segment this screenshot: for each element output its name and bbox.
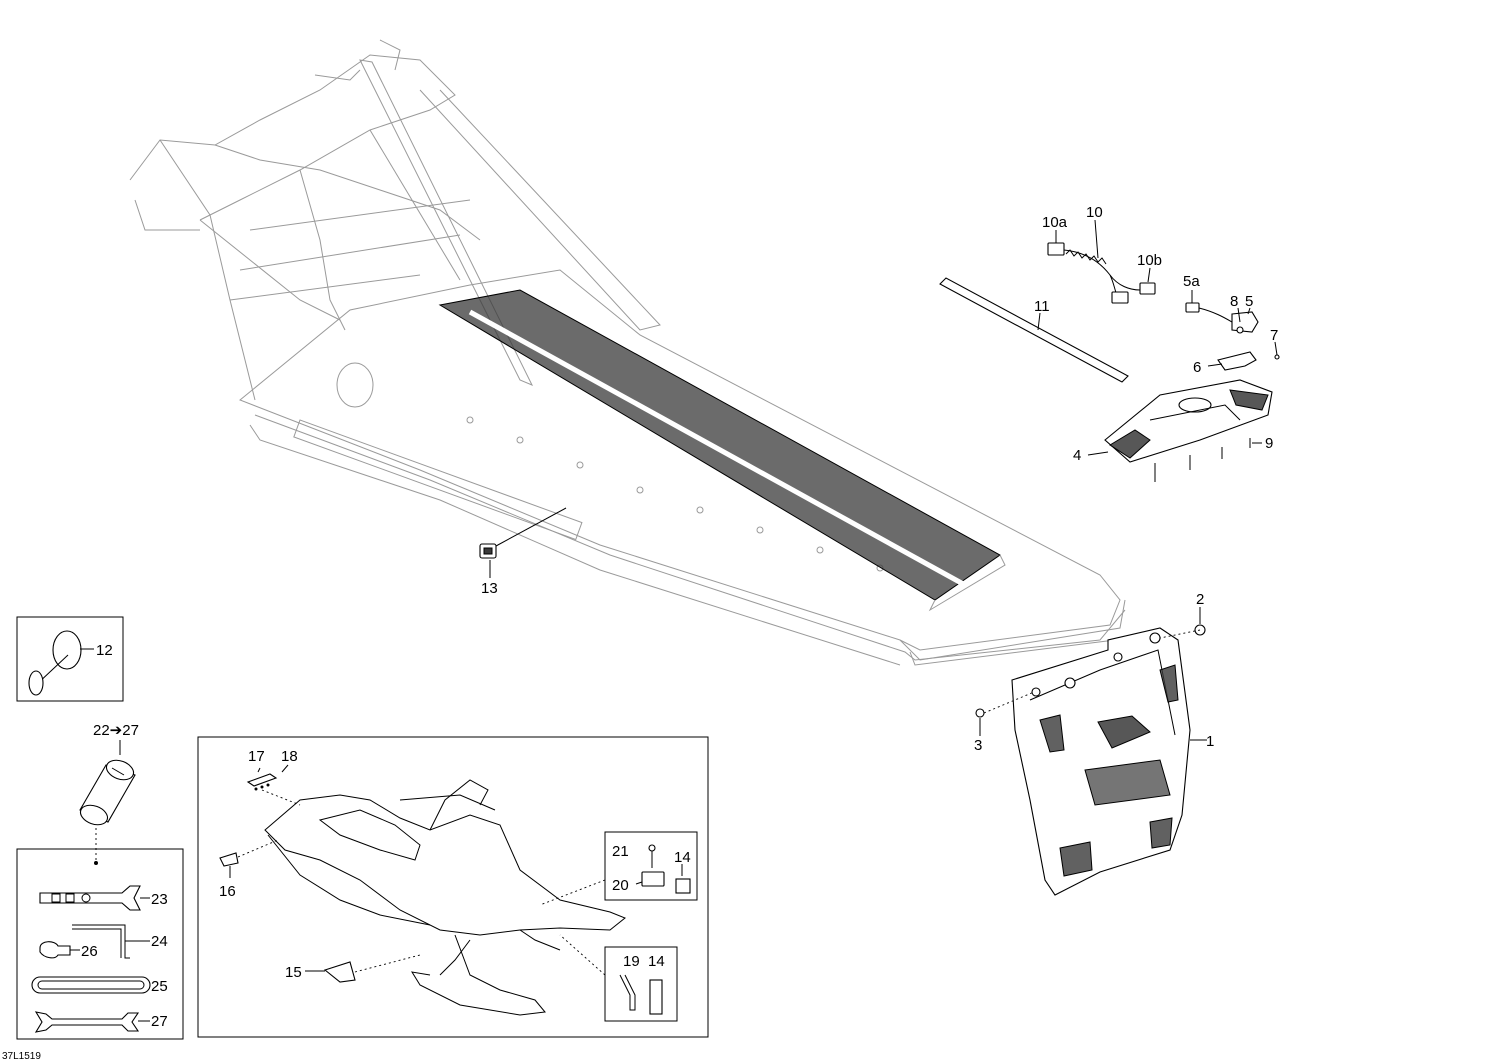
callout-12: 12 bbox=[96, 642, 113, 659]
callout-5a: 5a bbox=[1183, 273, 1200, 290]
callout-22-27: 22➔27 bbox=[93, 722, 139, 739]
part-13-clip bbox=[479, 507, 567, 559]
callout-24: 24 bbox=[151, 933, 168, 950]
tool-kit bbox=[16, 740, 184, 1040]
callout-17: 17 bbox=[248, 748, 265, 765]
callout-20: 20 bbox=[612, 877, 629, 894]
part-5-light-assembly bbox=[1185, 302, 1280, 371]
callout-labels: 1 2 3 4 5 5a 6 7 8 9 10 10a 10b 11 12 13… bbox=[2, 204, 1278, 1061]
callout-23: 23 bbox=[151, 891, 168, 908]
callout-1: 1 bbox=[1206, 733, 1214, 750]
leader-lines bbox=[489, 219, 1278, 741]
callout-8: 8 bbox=[1230, 293, 1238, 310]
callout-14-lower: 14 bbox=[648, 953, 665, 970]
callout-6: 6 bbox=[1193, 359, 1201, 376]
callout-26: 26 bbox=[81, 943, 98, 960]
callout-16: 16 bbox=[219, 883, 236, 900]
callout-10b: 10b bbox=[1137, 252, 1162, 269]
callout-19: 19 bbox=[623, 953, 640, 970]
callout-18: 18 bbox=[281, 748, 298, 765]
callout-11: 11 bbox=[1034, 298, 1050, 315]
tunnel-running-board bbox=[438, 289, 1006, 612]
part-1-snow-flap bbox=[975, 624, 1206, 896]
callout-2: 2 bbox=[1196, 591, 1204, 608]
callout-7: 7 bbox=[1270, 327, 1278, 344]
callout-14-upper: 14 bbox=[674, 849, 691, 866]
callout-5: 5 bbox=[1245, 293, 1253, 310]
callout-25: 25 bbox=[151, 978, 168, 995]
part-11-trim-strip bbox=[939, 277, 1129, 383]
callout-3: 3 bbox=[974, 737, 982, 754]
callout-10: 10 bbox=[1086, 204, 1103, 221]
decal-box bbox=[197, 736, 709, 1038]
box-12 bbox=[16, 616, 124, 702]
callout-13: 13 bbox=[481, 580, 498, 597]
callout-10a: 10a bbox=[1042, 214, 1068, 231]
callout-4: 4 bbox=[1073, 447, 1081, 464]
diagram-code: 37L1519 bbox=[2, 1051, 41, 1061]
chassis-frame bbox=[129, 39, 1126, 666]
callout-15: 15 bbox=[285, 964, 302, 981]
callout-27: 27 bbox=[151, 1013, 168, 1030]
callout-21: 21 bbox=[612, 843, 629, 860]
part-4-rear-housing bbox=[1104, 379, 1273, 482]
callout-9: 9 bbox=[1265, 435, 1273, 452]
